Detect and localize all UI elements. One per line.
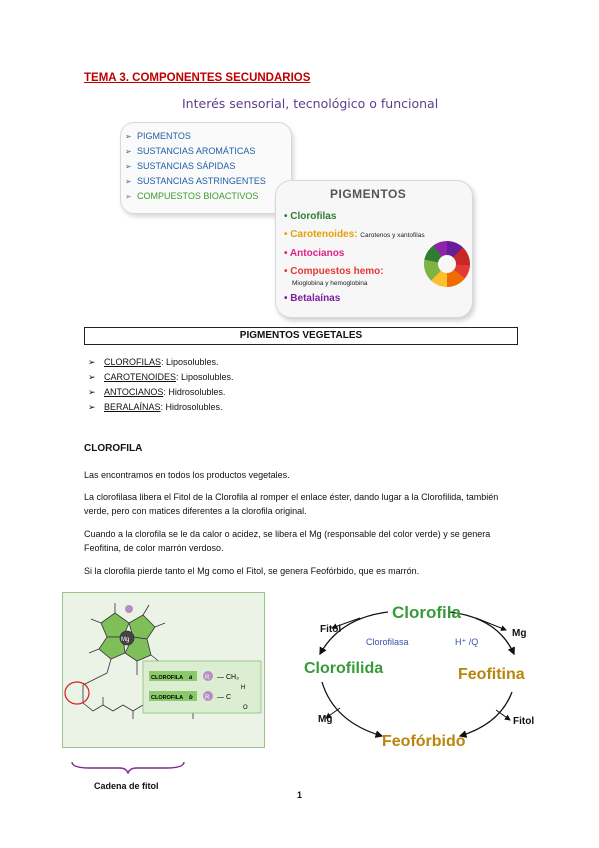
- secondary-components-box: PIGMENTOS SUSTANCIAS AROMÁTICAS SUSTANCI…: [120, 122, 292, 214]
- cycle-node-clorofila: Clorofila: [392, 603, 461, 622]
- r-group-label: R: [205, 695, 210, 701]
- structure-caption: Cadena de fitol: [94, 781, 159, 791]
- list-item: COMPUESTOS BIOACTIVOS: [125, 189, 291, 204]
- magnesium-label: Mg: [121, 637, 129, 643]
- legend-label-a: CLOROFILA: [151, 675, 183, 681]
- list-item: CLOROFILAS: Liposolubles.: [84, 355, 234, 370]
- enzyme-label-clorofilasa: Clorofilasa: [366, 637, 409, 647]
- phytol-brace-icon: [71, 761, 185, 774]
- group-a: — CH₃: [217, 674, 239, 681]
- pigment-type-desc: : Hidrosolubles.: [160, 402, 223, 412]
- pigment-type-desc: : Liposolubles.: [176, 372, 234, 382]
- pigment-type-name: CAROTENOIDES: [104, 372, 177, 382]
- section-header: PIGMENTOS VEGETALES: [84, 327, 518, 345]
- cycle-node-feoforbido: Feofórbido: [382, 733, 466, 750]
- paragraph: Cuando a la clorofila se le da calor o a…: [84, 529, 491, 553]
- list-item: ANTOCIANOS: Hidrosolubles.: [84, 385, 234, 400]
- section-heading-clorofila: CLOROFILA: [84, 443, 143, 454]
- hydrogen-label: H: [241, 685, 245, 691]
- wheel-center: [438, 255, 456, 273]
- pigment-type-desc: : Hidrosolubles.: [163, 387, 226, 397]
- pigment-sublabel: Carotenos y xantofilas: [360, 232, 425, 239]
- pigment-color-wheel-icon: [424, 241, 470, 287]
- circular-arrow-icon: [449, 611, 515, 656]
- paragraph: La clorofilasa libera el Fitol de la Clo…: [84, 492, 499, 516]
- list-item: SUSTANCIAS AROMÁTICAS: [125, 144, 291, 159]
- circular-arrow-icon: [458, 691, 513, 738]
- arrow-fitol-release: [331, 617, 361, 630]
- pigment-hemo: • Compuestos hemo:: [284, 266, 384, 277]
- list-item: SUSTANCIAS SÁPIDAS: [125, 159, 291, 174]
- group-b: — C: [217, 694, 231, 701]
- pigment-label: Antocianos: [289, 248, 345, 259]
- pigment-type-name: BERALAÍNAS: [104, 402, 161, 412]
- pigment-type-list: CLOROFILAS: Liposolubles. CAROTENOIDES: …: [84, 355, 234, 415]
- list-item: BERALAÍNAS: Hidrosolubles.: [84, 400, 234, 415]
- pigment-clorofilas: • Clorofilas: [284, 211, 337, 222]
- pigment-carotenoides: • Carotenoides: Carotenos y xantofilas: [284, 229, 425, 240]
- list-item: SUSTANCIAS ASTRINGENTES: [125, 174, 291, 189]
- circular-arrow-icon: [319, 611, 389, 656]
- arrow-mg-release-bottom: [325, 707, 341, 719]
- circular-arrow-icon: [321, 681, 384, 738]
- cycle-label-fitol: Fitol: [320, 624, 342, 635]
- secondary-components-list: PIGMENTOS SUSTANCIAS AROMÁTICAS SUSTANCI…: [125, 129, 291, 204]
- chlorophyll-structure-figure: Mg CLOROFILA a CLOROFILA b R R — CH₃ — C…: [62, 592, 265, 748]
- pigment-hemo-sublabel: Mioglobina y hemoglobina: [292, 280, 368, 287]
- cycle-label-mg-bottom: Mg: [318, 714, 333, 725]
- pigment-betalainas: • Betalaínas: [284, 293, 341, 304]
- pigments-box-heading: PIGMENTOS: [330, 187, 407, 201]
- chlorophyll-degradation-cycle: [319, 611, 515, 738]
- pigment-label: Compuestos hemo:: [290, 266, 384, 277]
- legend-label-b: CLOROFILA: [151, 695, 183, 701]
- r-group-label: R: [205, 675, 210, 681]
- arrow-mg-release: [475, 617, 507, 631]
- arrow-fitol-release-bottom: [495, 709, 511, 721]
- list-item: PIGMENTOS: [125, 129, 291, 144]
- cycle-node-clorofilida: Clorofilida: [304, 660, 384, 677]
- pigment-antocianos: • Antocianos: [284, 248, 345, 259]
- cycle-node-feofitina: Feofitina: [458, 666, 525, 683]
- figure-subtitle: Interés sensorial, tecnológico o funcion…: [182, 96, 439, 111]
- paragraph: Las encontramos en todos los productos v…: [84, 470, 290, 480]
- cycle-label-mg: Mg: [512, 628, 527, 639]
- paragraph: Si la clorofila pierde tanto el Mg como …: [84, 566, 420, 576]
- page-number: 1: [297, 790, 303, 800]
- legend-letter-b: b: [189, 695, 193, 701]
- cycle-label-fitol-bottom: Fitol: [513, 716, 535, 727]
- pigment-label: Clorofilas: [290, 211, 337, 222]
- pigments-box: PIGMENTOS • Clorofilas • Carotenoides: C…: [275, 180, 473, 318]
- pigment-type-desc: : Liposolubles.: [161, 357, 219, 367]
- page-title: TEMA 3. COMPONENTES SECUNDARIOS: [84, 72, 311, 84]
- pigment-type-name: CLOROFILAS: [104, 357, 162, 367]
- list-item: CAROTENOIDES: Liposolubles.: [84, 370, 234, 385]
- legend-letter-a: a: [189, 675, 193, 681]
- chlorophyll-structure-diagram: Mg CLOROFILA a CLOROFILA b R R — CH₃ — C…: [64, 603, 262, 719]
- pigment-label: Carotenoides:: [290, 229, 358, 240]
- condition-label-heat-acid: H⁺ /Q: [455, 637, 479, 647]
- pigment-type-name: ANTOCIANOS: [104, 387, 164, 397]
- oxygen-label: O: [243, 705, 248, 711]
- pigment-label: Betalaínas: [290, 293, 341, 304]
